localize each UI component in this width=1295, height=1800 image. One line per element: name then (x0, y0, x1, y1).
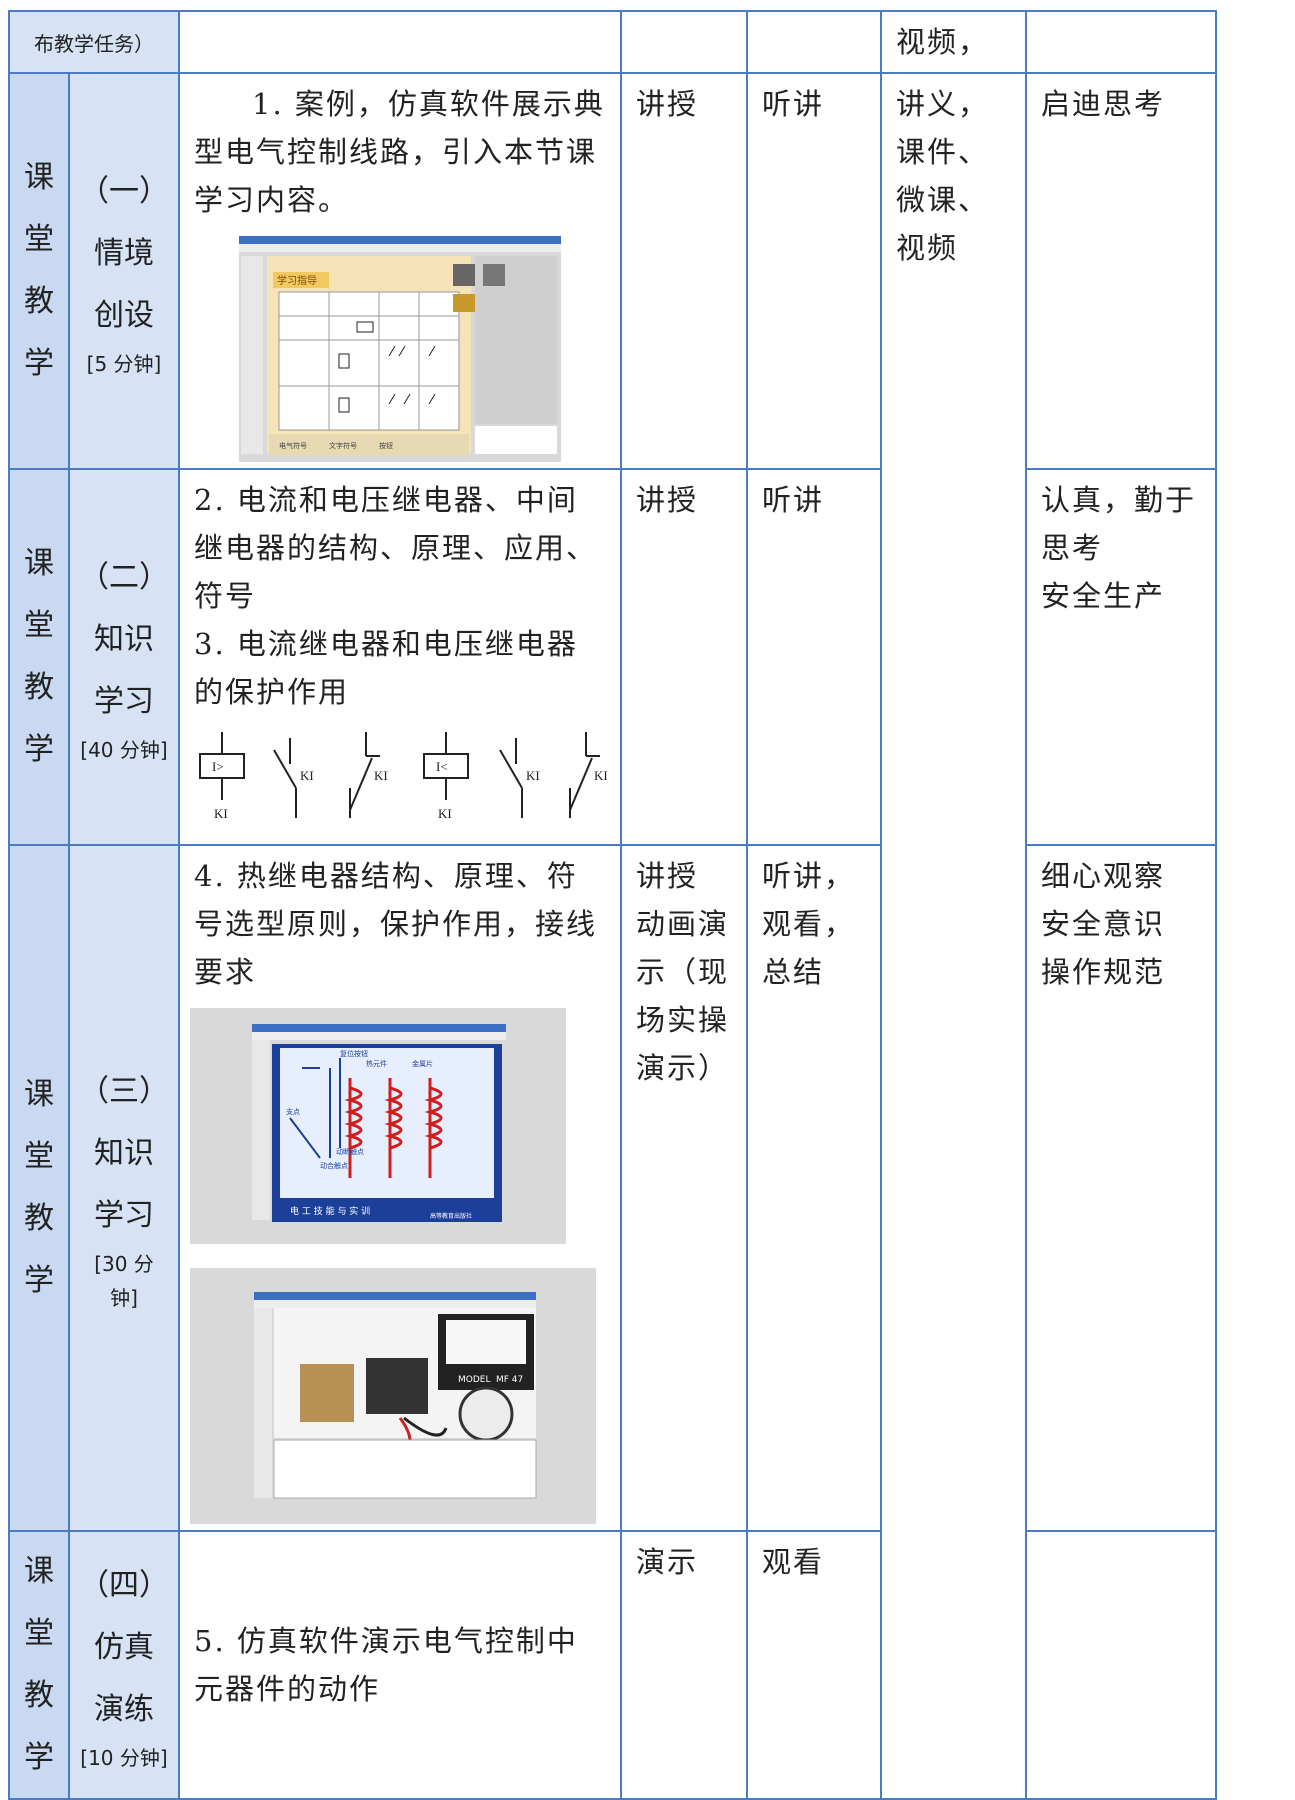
table-row: 课 堂 教 学 （二） 知识 学习 [40 分钟] 2. 电流和电压继电器、中间… (8, 468, 1217, 846)
phase-cell: 课 堂 教 学 (8, 468, 70, 846)
content-cell: 2. 电流和电压继电器、中间继电器的结构、原理、应用、符号 3. 电流继电器和电… (178, 468, 622, 846)
teacher-cell: 讲授 (620, 468, 748, 846)
goal-text: 细心观察 安全意识 操作规范 (1041, 859, 1166, 989)
student-activity: 听讲，观看，总结 (762, 859, 856, 989)
svg-text:电气符号: 电气符号 (279, 441, 307, 450)
screenshot-title: 学习指导 (277, 274, 317, 287)
goal-cell: 启迪思考 (1025, 72, 1217, 470)
student-cell: 观看 (746, 1530, 882, 1800)
resources-cell: 视频， (880, 10, 1027, 74)
goal-text (1028, 1533, 1214, 1544)
content-cell: 5. 仿真软件演示电气控制中元器件的动作 (178, 1530, 622, 1800)
stage-cell: 布教学任务） (8, 10, 180, 74)
table-row: 课 堂 教 学 （四） 仿真 演练 [10 分钟] 5. 仿真软件演示电气控制中… (8, 1530, 1217, 1800)
teacher-activity: 讲授 (636, 483, 699, 517)
svg-text:动合触点: 动合触点 (320, 1161, 348, 1170)
svg-text:金属片: 金属片 (412, 1059, 433, 1068)
thermal-relay-animation: 复位按钮 热元件 金属片 动断触点 动合触点 支点 电 工 技 能 与 实 训 … (190, 1008, 566, 1244)
teacher-activity: 讲授 (636, 87, 699, 121)
teacher-activity: 讲授 动画演示（现场实操演示） (636, 859, 730, 1085)
table-row: 课 堂 教 学 （一） 情境 创设 [5 分钟] 1. 案例，仿真软件展示典型电… (8, 72, 1217, 1800)
goal-cell: 细心观察 安全意识 操作规范 (1025, 844, 1217, 1532)
phase-cell: 课 堂 教 学 (8, 72, 70, 470)
goal-text: 认真，勤于思考 安全生产 (1041, 483, 1197, 613)
resources-text: 讲义，课件、微课、视频 (896, 87, 990, 265)
goal-text: 启迪思考 (1041, 87, 1166, 121)
student-activity: 听讲 (762, 483, 825, 517)
teacher-cell: 讲授 动画演示（现场实操演示） (620, 844, 748, 1532)
svg-text:KI: KI (526, 768, 540, 783)
svg-text:动断触点: 动断触点 (336, 1147, 364, 1156)
svg-text:KI: KI (374, 768, 388, 783)
resources-text: 视频， (896, 25, 990, 59)
simulation-screenshot: 学习指导 电气符号 文字符号 按钮 (239, 236, 561, 462)
content-text: 2. 电流和电压继电器、中间继电器的结构、原理、应用、符号 3. 电流继电器和电… (194, 483, 598, 709)
table-row: 课 堂 教 学 （三） 知识 学习 [30 分 钟] 4. 热继电器结构、原理、… (8, 844, 1217, 1532)
svg-text:文字符号: 文字符号 (329, 441, 357, 450)
student-cell: 听讲 (746, 72, 882, 470)
svg-text:电 工 技 能 与 实 训: 电 工 技 能 与 实 训 (290, 1205, 370, 1217)
phase-cell: 课 堂 教 学 (8, 1530, 70, 1800)
stage-cell: （二） 知识 学习 [40 分钟] (68, 468, 180, 846)
teacher-cell: 演示 (620, 1530, 748, 1800)
table-row: 布教学任务） 视频， (8, 10, 1217, 74)
stage-cell: （一） 情境 创设 [5 分钟] (68, 72, 180, 470)
content-cell: 1. 案例，仿真软件展示典型电气控制线路，引入本节课学习内容。 学习指导 (178, 72, 622, 470)
svg-text:高等教育出版社: 高等教育出版社 (430, 1212, 472, 1220)
stage-cell: （四） 仿真 演练 [10 分钟] (68, 1530, 180, 1800)
content-text: 1. 案例，仿真软件展示典型电气控制线路，引入本节课学习内容。 (194, 87, 605, 217)
relay-symbols-figure: I> KI KI KI I< KI KI KI (199, 732, 608, 821)
svg-text:KI: KI (438, 806, 452, 821)
stage-fragment: 布教学任务） (34, 31, 154, 56)
student-cell: 听讲 (746, 468, 882, 846)
svg-text:KI: KI (214, 806, 228, 821)
teacher-cell: 讲授 (620, 72, 748, 470)
student-activity: 听讲 (762, 87, 825, 121)
svg-text:热元件: 热元件 (366, 1059, 387, 1068)
goal-cell (1025, 1530, 1217, 1800)
content-text: 4. 热继电器结构、原理、符号选型原则，保护作用，接线要求 (194, 859, 598, 989)
content-text: 5. 仿真软件演示电气控制中元器件的动作 (194, 1624, 578, 1706)
coil-over-label: I> (212, 759, 224, 774)
student-activity: 观看 (762, 1545, 825, 1579)
svg-text:MF 47: MF 47 (496, 1375, 523, 1385)
student-cell: 听讲，观看，总结 (746, 844, 882, 1532)
lesson-plan-table: 布教学任务） 视频， 课 堂 教 学 （一） 情境 创设 [5 分钟] 1. 案… (8, 10, 1217, 1800)
multimeter-simulation: MODEL MF 47 (190, 1268, 596, 1524)
svg-text:KI: KI (594, 768, 608, 783)
coil-under-label: I< (436, 759, 448, 774)
svg-text:KI: KI (300, 768, 314, 783)
phase-cell: 课 堂 教 学 (8, 844, 70, 1532)
stage-cell: （三） 知识 学习 [30 分 钟] (68, 844, 180, 1532)
content-cell: 4. 热继电器结构、原理、符号选型原则，保护作用，接线要求 (178, 844, 622, 1532)
svg-text:MODEL: MODEL (458, 1375, 490, 1385)
teacher-activity: 演示 (636, 1545, 699, 1579)
svg-text:支点: 支点 (286, 1107, 300, 1116)
goal-cell: 认真，勤于思考 安全生产 (1025, 468, 1217, 846)
svg-text:复位按钮: 复位按钮 (340, 1049, 368, 1058)
resources-cell: 讲义，课件、微课、视频 (880, 72, 1027, 1800)
svg-text:按钮: 按钮 (379, 441, 393, 450)
